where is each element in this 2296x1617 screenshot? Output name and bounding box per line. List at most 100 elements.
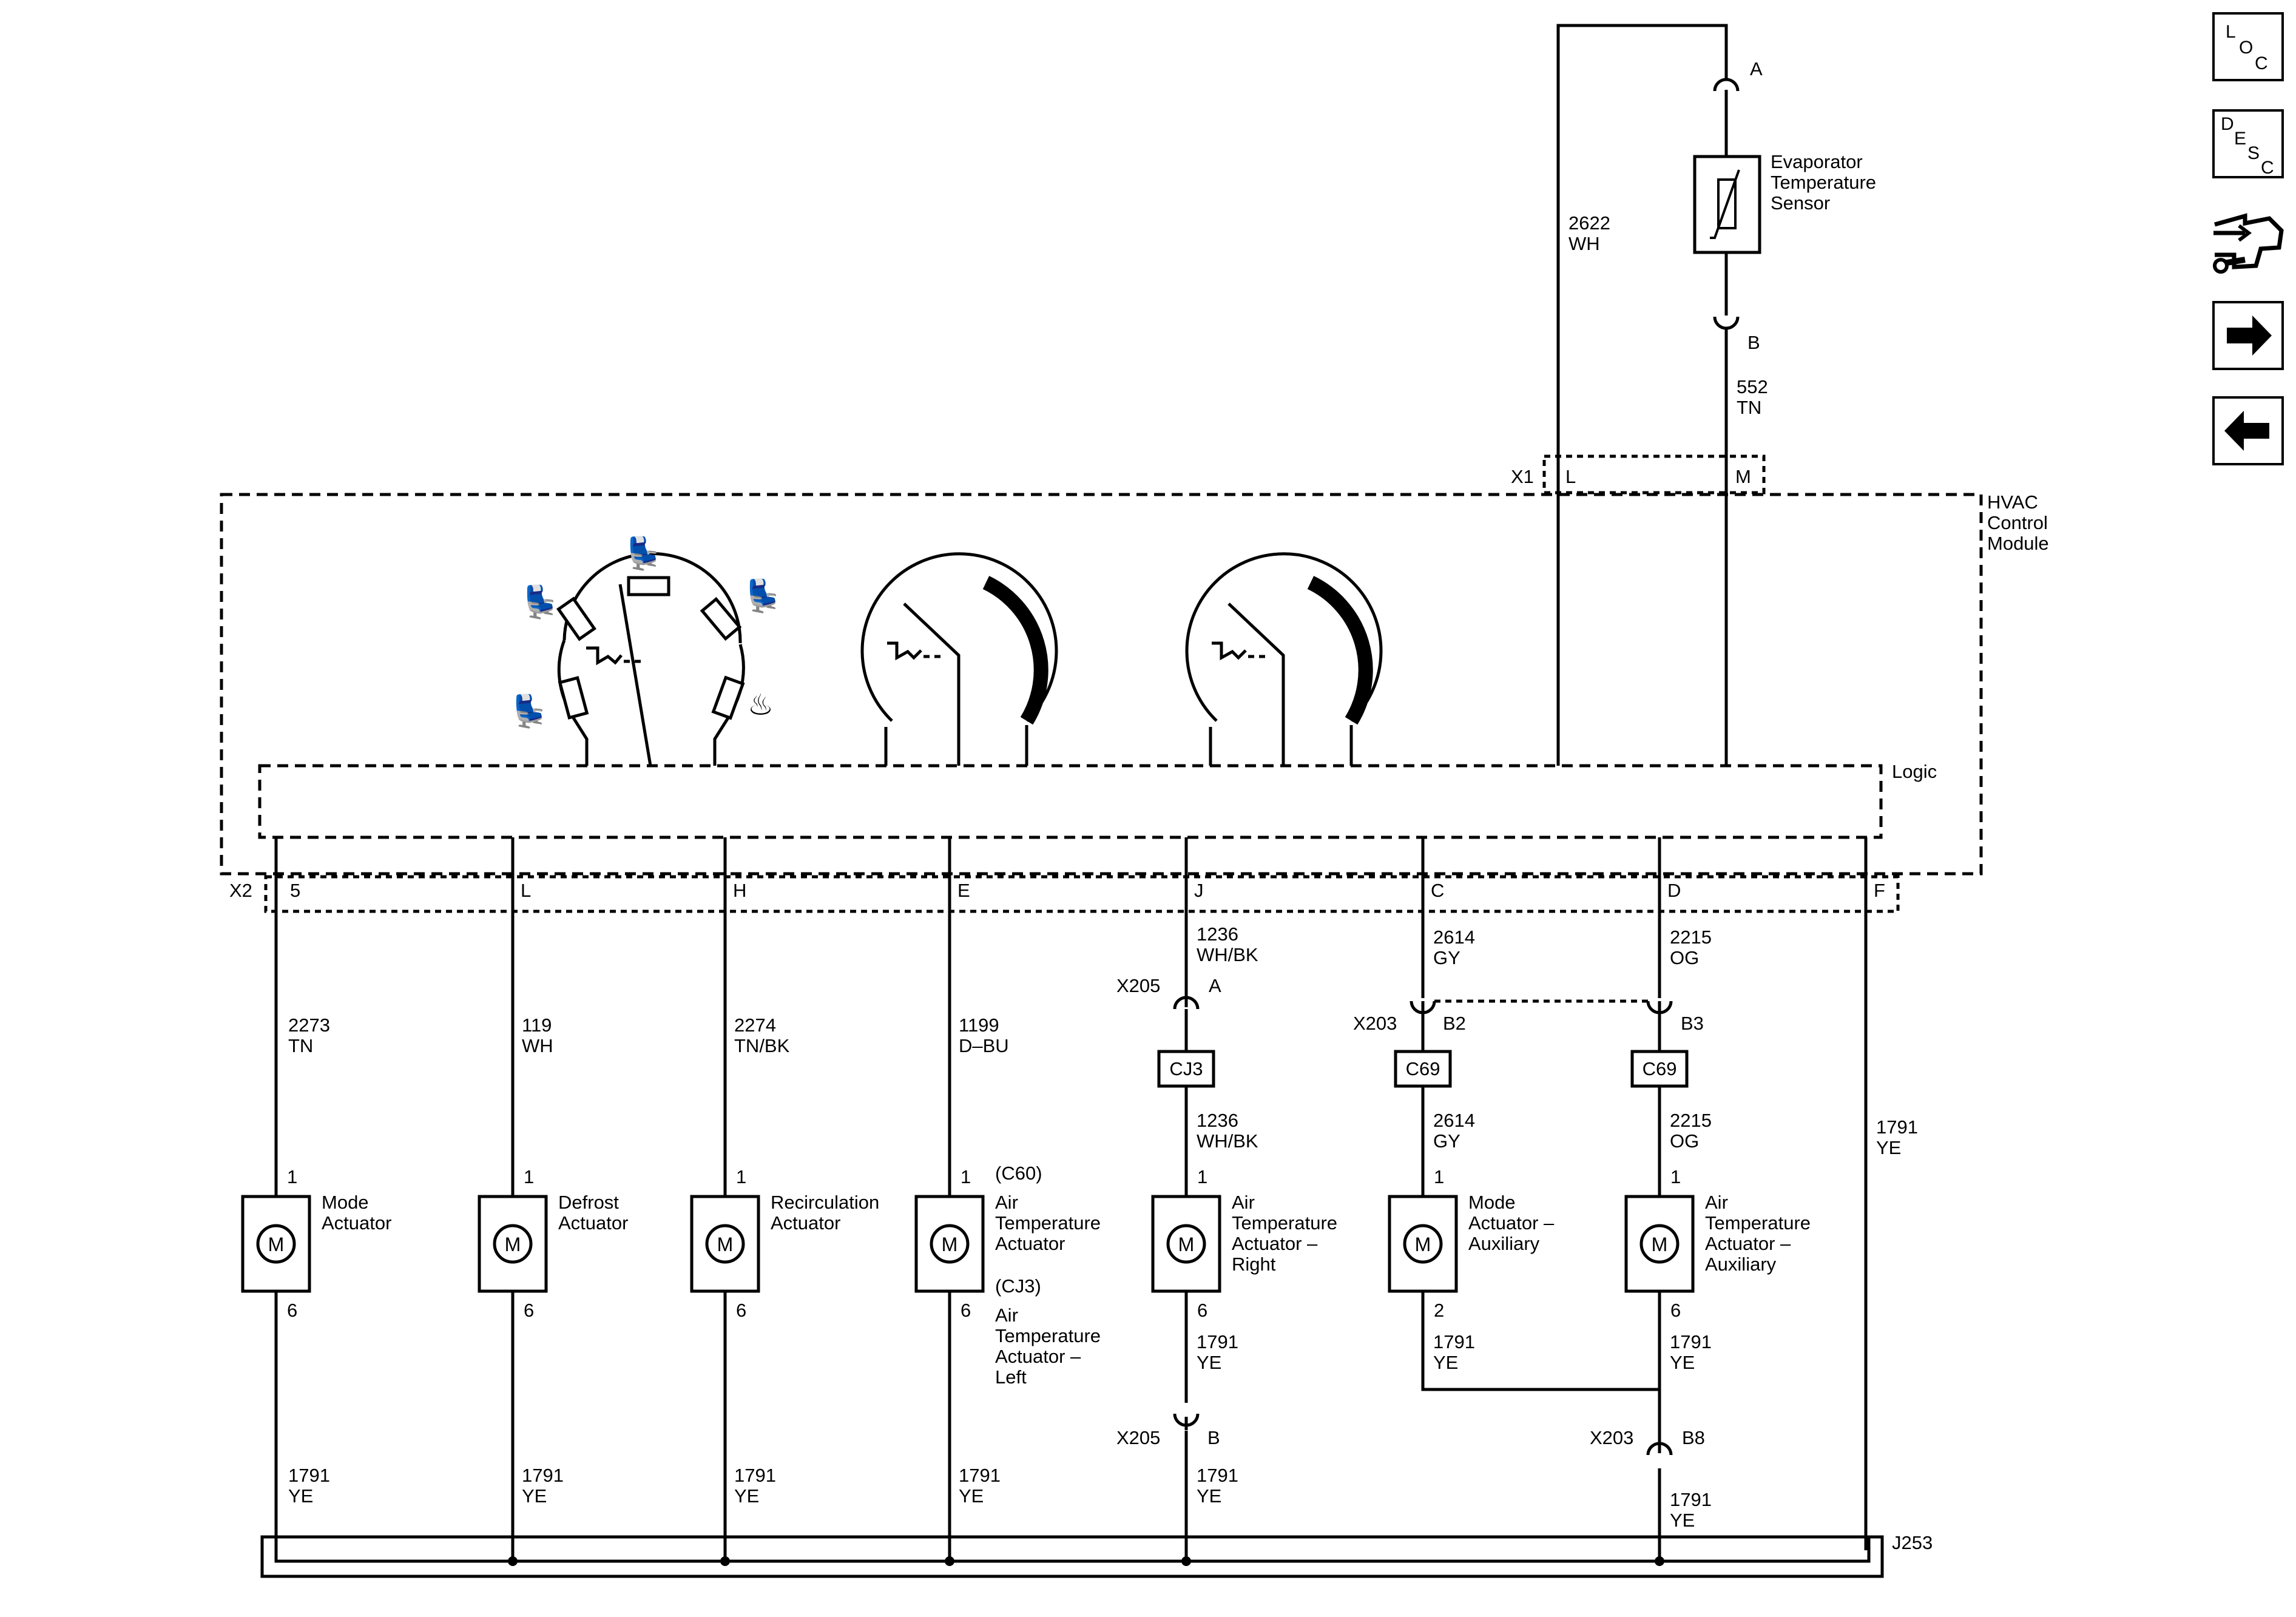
- svg-text:1791: 1791: [1197, 1331, 1238, 1352]
- j253-label: J253: [1892, 1532, 1933, 1553]
- mode-switch-symbol: 💺 💺 💺 💺 ♨: [510, 535, 783, 766]
- motor-letter: M: [505, 1234, 521, 1255]
- svg-text:2273: 2273: [288, 1014, 330, 1036]
- svg-text:HVAC: HVAC: [1987, 491, 2038, 513]
- motor-symbol: [1639, 1224, 1680, 1264]
- svg-text:552: 552: [1737, 376, 1768, 397]
- next-arrow-button[interactable]: [2212, 301, 2284, 370]
- actuator-pin-top: 1: [1197, 1166, 1207, 1187]
- svg-text:GY: GY: [1433, 1130, 1460, 1152]
- actuator-name-line: Actuator: [771, 1212, 840, 1234]
- svg-text:♨: ♨: [748, 689, 774, 721]
- actuator-connector-tag: (CJ3): [995, 1275, 1041, 1297]
- actuator-pin-bottom: 6: [1670, 1300, 1681, 1321]
- motor-symbol: [705, 1224, 745, 1264]
- x2-label: X2: [229, 880, 252, 901]
- svg-text:TN: TN: [288, 1035, 313, 1056]
- sensor-terminal-a: [1713, 78, 1740, 92]
- thermistor-symbol: [1717, 178, 1737, 229]
- svg-text:GY: GY: [1433, 947, 1460, 968]
- svg-text:F: F: [1874, 880, 1885, 901]
- svg-text:💺: 💺: [624, 535, 663, 572]
- temp-knob-left-symbol: [860, 552, 1058, 766]
- loc-button[interactable]: L O C: [2212, 12, 2284, 81]
- actuator-name-line: Air: [1232, 1192, 1255, 1213]
- svg-text:1791: 1791: [1670, 1489, 1712, 1510]
- svg-text:Temperature: Temperature: [1771, 172, 1876, 193]
- svg-text:1791: 1791: [734, 1465, 776, 1486]
- splice-pack-c69-b: C69: [1630, 1050, 1689, 1088]
- motor-letter: M: [268, 1234, 285, 1255]
- actuator-name-line: Air: [1705, 1192, 1728, 1213]
- motor-symbol: [493, 1224, 533, 1264]
- svg-text:2215: 2215: [1670, 1110, 1712, 1131]
- motor-symbol: [930, 1224, 970, 1264]
- ground-bus-j253: [260, 1535, 1884, 1578]
- svg-text:OG: OG: [1670, 947, 1699, 968]
- svg-text:💺: 💺: [510, 693, 549, 729]
- svg-text:TN: TN: [1737, 397, 1761, 418]
- actuator-motor: M16AirTemperatureActuator(C60)(CJ3)AirTe…: [914, 1163, 1101, 1388]
- actuator-name-line: Actuator –: [1705, 1233, 1791, 1254]
- svg-text:💺: 💺: [743, 578, 783, 614]
- svg-text:💺: 💺: [521, 584, 560, 620]
- actuator-pin-top: 1: [736, 1166, 746, 1187]
- actuator-pin-bottom: 6: [1197, 1300, 1207, 1321]
- actuator-name-line: Actuator: [558, 1212, 628, 1234]
- x205-pin-b: B: [1207, 1427, 1220, 1448]
- svg-text:5: 5: [290, 880, 300, 901]
- actuator-alt-name-line: Air: [995, 1305, 1018, 1326]
- sensor-terminal-b: [1713, 316, 1740, 330]
- x203-top-label: X203: [1353, 1013, 1397, 1034]
- x205-pin-a: A: [1209, 975, 1221, 996]
- logic-label: Logic: [1892, 761, 1937, 782]
- svg-text:1791: 1791: [288, 1465, 330, 1486]
- service-icon-button[interactable]: [2213, 213, 2284, 274]
- actuator-pin-bottom: 6: [736, 1300, 746, 1321]
- actuator-pin-bottom: 6: [961, 1300, 971, 1321]
- svg-text:2274: 2274: [734, 1014, 776, 1036]
- svg-text:H: H: [733, 880, 746, 901]
- temp-knob-right-symbol: [1185, 552, 1383, 766]
- x203-pin-b2: B2: [1443, 1013, 1466, 1034]
- svg-text:YE: YE: [1197, 1485, 1221, 1507]
- svg-text:YE: YE: [1197, 1352, 1221, 1373]
- actuator-housing: [241, 1195, 311, 1293]
- back-arrow-button[interactable]: [2212, 396, 2284, 465]
- sensor-name: Evaporator Temperature Sensor: [1771, 151, 1876, 214]
- svg-text:2622: 2622: [1568, 212, 1610, 234]
- actuator-pin-top: 1: [1670, 1166, 1681, 1187]
- actuator-name-line: Actuator –: [1468, 1212, 1555, 1234]
- svg-text:1199: 1199: [959, 1014, 999, 1036]
- svg-text:2614: 2614: [1433, 927, 1475, 948]
- actuator-alt-name-line: Actuator –: [995, 1346, 1081, 1367]
- svg-text:1791: 1791: [1433, 1331, 1475, 1352]
- svg-text:1791: 1791: [1197, 1465, 1238, 1486]
- svg-text:2215: 2215: [1670, 927, 1712, 948]
- x1-label: X1: [1511, 466, 1534, 487]
- svg-text:1791: 1791: [522, 1465, 564, 1486]
- actuator-name-line: Auxiliary: [1468, 1233, 1540, 1254]
- actuator-pin-bottom: 6: [287, 1300, 297, 1321]
- actuator-motors: M16ModeActuatorM16DefrostActuatorM16Reci…: [241, 1163, 1811, 1388]
- splice-pack-c69-a: C69: [1394, 1050, 1452, 1088]
- svg-text:L: L: [521, 880, 531, 901]
- x205-terminal-b: [1173, 1413, 1200, 1427]
- svg-text:TN/BK: TN/BK: [734, 1035, 790, 1056]
- splice-dots: [508, 1556, 1664, 1566]
- x1-connector: [1542, 454, 1766, 495]
- actuator-name-line: Right: [1232, 1254, 1276, 1275]
- desc-button[interactable]: D E S C: [2212, 109, 2284, 178]
- svg-text:C69: C69: [1643, 1058, 1677, 1079]
- svg-text:O: O: [2239, 38, 2253, 58]
- motor-letter: M: [1178, 1234, 1195, 1255]
- svg-text:1791: 1791: [1670, 1331, 1712, 1352]
- svg-text:WH/BK: WH/BK: [1197, 1130, 1258, 1152]
